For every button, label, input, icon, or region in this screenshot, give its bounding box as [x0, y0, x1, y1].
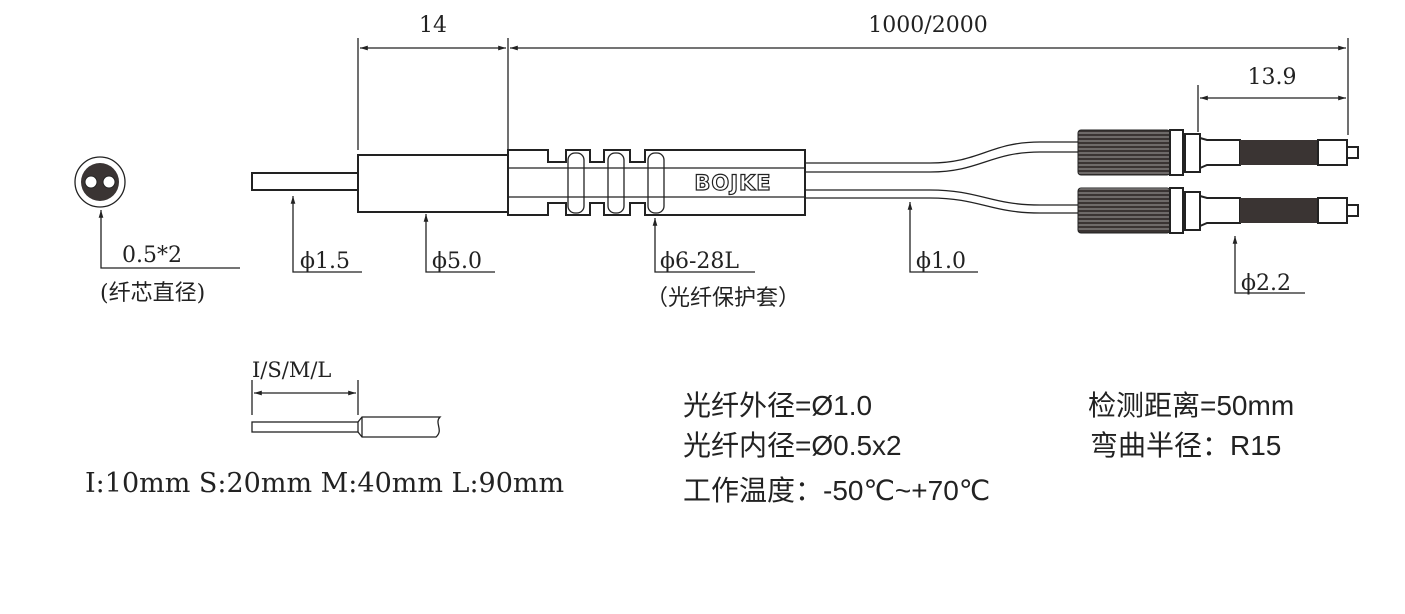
leader-protector [652, 217, 755, 273]
tip-length-label: I/S/M/L [252, 358, 331, 382]
leader-cable [907, 201, 978, 273]
dim-total-length: 1000/2000 [868, 13, 987, 38]
spec-inner-diameter: 光纤内径=Ø0.5x2 [683, 430, 902, 461]
fiber-cross-section [74, 156, 126, 208]
spec-detect-distance: 检测距离=50mm [1088, 390, 1294, 421]
protector-label: （光纤保护套） [646, 286, 800, 311]
connector-diameter: ϕ2.2 [1241, 271, 1291, 296]
spec-temperature: 工作温度：-50℃~+70℃ [683, 475, 990, 506]
dim-connector-length: 13.9 [1248, 65, 1297, 90]
metal-sleeve [357, 154, 509, 213]
tip-length-detail [251, 380, 442, 438]
spec-outer-diameter: 光纤外径=Ø1.0 [683, 390, 872, 421]
leader-sleeve [423, 213, 495, 273]
tip-length-options: I:10mm S:20mm M:40mm L:90mm [85, 468, 564, 499]
fiber-cables [805, 141, 1080, 214]
fiber-tip [251, 172, 359, 191]
leader-connector [1232, 235, 1305, 294]
core-diameter-label: (纤芯直径) [100, 281, 205, 306]
core-leader [98, 209, 240, 269]
fiber-protector: BOJKE [507, 149, 806, 216]
connector-bottom [1077, 187, 1359, 234]
brand-logo: BOJKE [694, 171, 771, 195]
leader-tip [290, 195, 362, 273]
core-diameter-value: 0.5*2 [122, 243, 182, 268]
connector-top [1077, 129, 1359, 176]
dimension-lines [357, 38, 1349, 150]
tip-diameter: ϕ1.5 [300, 249, 350, 274]
spec-bend-radius: 弯曲半径：R15 [1090, 430, 1281, 461]
sleeve-diameter: ϕ5.0 [432, 249, 482, 274]
cable-diameter: ϕ1.0 [916, 249, 966, 274]
protector-diameter: ϕ6-28L [660, 249, 739, 274]
dim-14: 14 [419, 13, 447, 38]
